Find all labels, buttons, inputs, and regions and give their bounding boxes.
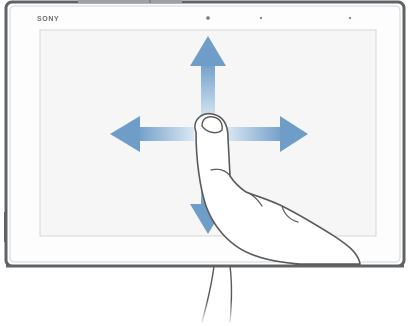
camera-icon [206,16,210,20]
brand-logo: SONY [37,16,59,23]
sensor-icon [260,17,262,19]
side-edge-button [4,212,7,242]
top-edge-button [78,0,182,3]
sensor-icon [349,17,351,19]
